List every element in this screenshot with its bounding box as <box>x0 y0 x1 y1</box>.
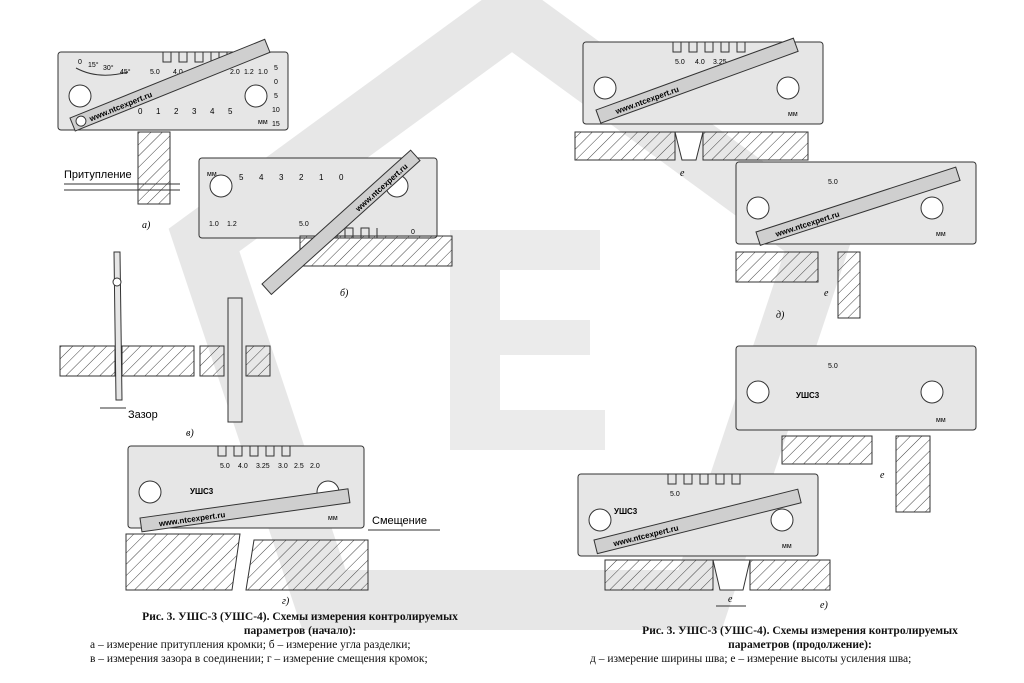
panel-g: УШС3 5.0 4.0 3.25 3.0 2.5 2.0 мм www.ntc… <box>125 445 440 607</box>
ruler-mark: 1 <box>156 107 161 116</box>
panel-label-v: в) <box>186 428 194 439</box>
gap-label: Зазор <box>128 409 158 421</box>
svg-text:5: 5 <box>274 93 278 100</box>
svg-text:УШС3: УШС3 <box>614 507 638 516</box>
svg-text:мм: мм <box>936 417 946 424</box>
caption-left-line2: в – измерения зазора в соединении; г – и… <box>90 653 428 665</box>
caption-left-title: Рис. 3. УШС-3 (УШС-4). Схемы измерения к… <box>142 611 458 623</box>
angle-mark: 15° <box>88 61 99 69</box>
ruler-mark: 4 <box>210 107 215 116</box>
svg-text:5.0: 5.0 <box>828 179 838 186</box>
svg-text:УШС3: УШС3 <box>796 391 820 400</box>
gauge-b: мм 5 4 3 2 1 0 1.0 1.2 5.0 0 <box>198 157 438 239</box>
caption-right-title: Рис. 3. УШС-3 (УШС-4). Схемы измерения к… <box>642 625 958 637</box>
unit-label: мм <box>258 119 268 126</box>
svg-text:5.0: 5.0 <box>675 59 685 66</box>
gap-mark: 4.0 <box>173 69 183 76</box>
svg-text:2.5: 2.5 <box>294 463 304 470</box>
svg-text:10: 10 <box>272 107 280 114</box>
svg-text:5.0: 5.0 <box>220 463 230 470</box>
panel-e: УШС3 5.0 мм www.ntcexpert.ru e е) <box>577 473 831 611</box>
ruler-mark: 5 <box>228 107 233 116</box>
panel-d-top: 5.0 4.0 3.25 мм www.ntcexpert.ru e <box>574 37 824 179</box>
caption-left: Рис. 3. УШС-3 (УШС-4). Схемы измерения к… <box>90 610 510 666</box>
panel-label-e: е) <box>820 600 828 611</box>
offset-label: Смещение <box>372 515 427 527</box>
panel-a: 0 15° 30° 45° 5.0 4.0 2.0 1.2 1.0 0 1 2 … <box>57 38 289 231</box>
svg-text:4.0: 4.0 <box>695 59 705 66</box>
panel-label-a: а) <box>142 220 151 231</box>
gap-probe <box>113 251 123 401</box>
unit-label: мм <box>207 171 217 178</box>
svg-text:0: 0 <box>411 229 415 236</box>
svg-text:e: e <box>880 470 885 481</box>
ruler-mark: 0 <box>138 107 143 116</box>
svg-text:4.0: 4.0 <box>238 463 248 470</box>
side-scale: 5 0 5 10 15 <box>272 65 280 128</box>
caption-right-title2: параметров (продолжение): <box>728 639 872 651</box>
svg-text:4: 4 <box>259 173 264 182</box>
caption-right: Рис. 3. УШС-3 (УШС-4). Схемы измерения к… <box>590 624 1010 666</box>
ruler-mark: 3 <box>192 107 197 116</box>
caption-left-title2: параметров (начало): <box>243 625 357 637</box>
gap-probe-side <box>227 297 243 423</box>
svg-text:1.2: 1.2 <box>227 221 237 228</box>
ruler-mark: 2 <box>174 107 179 116</box>
gap-mark: 5.0 <box>150 69 160 76</box>
angle-mark: 45° <box>120 68 131 76</box>
plate-a <box>137 131 171 205</box>
svg-text:2: 2 <box>299 173 304 182</box>
panel-label-g: г) <box>282 596 290 607</box>
gap-mark: 2.0 <box>230 69 240 76</box>
svg-text:0: 0 <box>339 173 344 182</box>
svg-text:15: 15 <box>272 121 280 128</box>
svg-text:e: e <box>680 168 685 179</box>
svg-text:5: 5 <box>274 65 278 72</box>
svg-text:5.0: 5.0 <box>670 491 680 498</box>
svg-text:5.0: 5.0 <box>828 363 838 370</box>
panel-label-b: б) <box>340 288 349 299</box>
panel-d: 5.0 мм www.ntcexpert.ru e д) <box>735 161 977 321</box>
svg-text:e: e <box>728 594 733 605</box>
gap-mark: 1.2 <box>244 69 254 76</box>
panel-b: мм 5 4 3 2 1 0 1.0 1.2 5.0 0 www.ntcexpe… <box>198 149 453 299</box>
svg-text:3.0: 3.0 <box>278 463 288 470</box>
svg-text:5.0: 5.0 <box>299 221 309 228</box>
svg-text:мм: мм <box>936 231 946 238</box>
panel-e-top: УШС3 5.0 мм e <box>735 345 977 513</box>
svg-text:0: 0 <box>274 79 278 86</box>
svg-text:мм: мм <box>328 515 338 522</box>
angle-mark: 0 <box>78 59 82 66</box>
svg-text:мм: мм <box>782 543 792 550</box>
angle-mark: 30° <box>103 64 114 72</box>
svg-text:3.25: 3.25 <box>713 59 727 66</box>
bluntness-label: Притупление <box>64 169 132 181</box>
svg-text:2.0: 2.0 <box>310 463 320 470</box>
svg-text:1: 1 <box>319 173 324 182</box>
panel-v: Зазор в) <box>59 251 271 439</box>
caption-left-line1: а – измерение притупления кромки; б – из… <box>90 639 411 651</box>
caption-right-line1: д – измерение ширины шва; е – измерение … <box>590 653 912 665</box>
panel-label-d: д) <box>776 310 785 321</box>
svg-text:1.0: 1.0 <box>209 221 219 228</box>
svg-text:3: 3 <box>279 173 284 182</box>
svg-text:3.25: 3.25 <box>256 463 270 470</box>
model-label: УШС3 <box>190 487 214 496</box>
svg-text:мм: мм <box>788 111 798 118</box>
gap-mark: 1.0 <box>258 69 268 76</box>
svg-text:5: 5 <box>239 173 244 182</box>
svg-text:e: e <box>824 288 829 299</box>
